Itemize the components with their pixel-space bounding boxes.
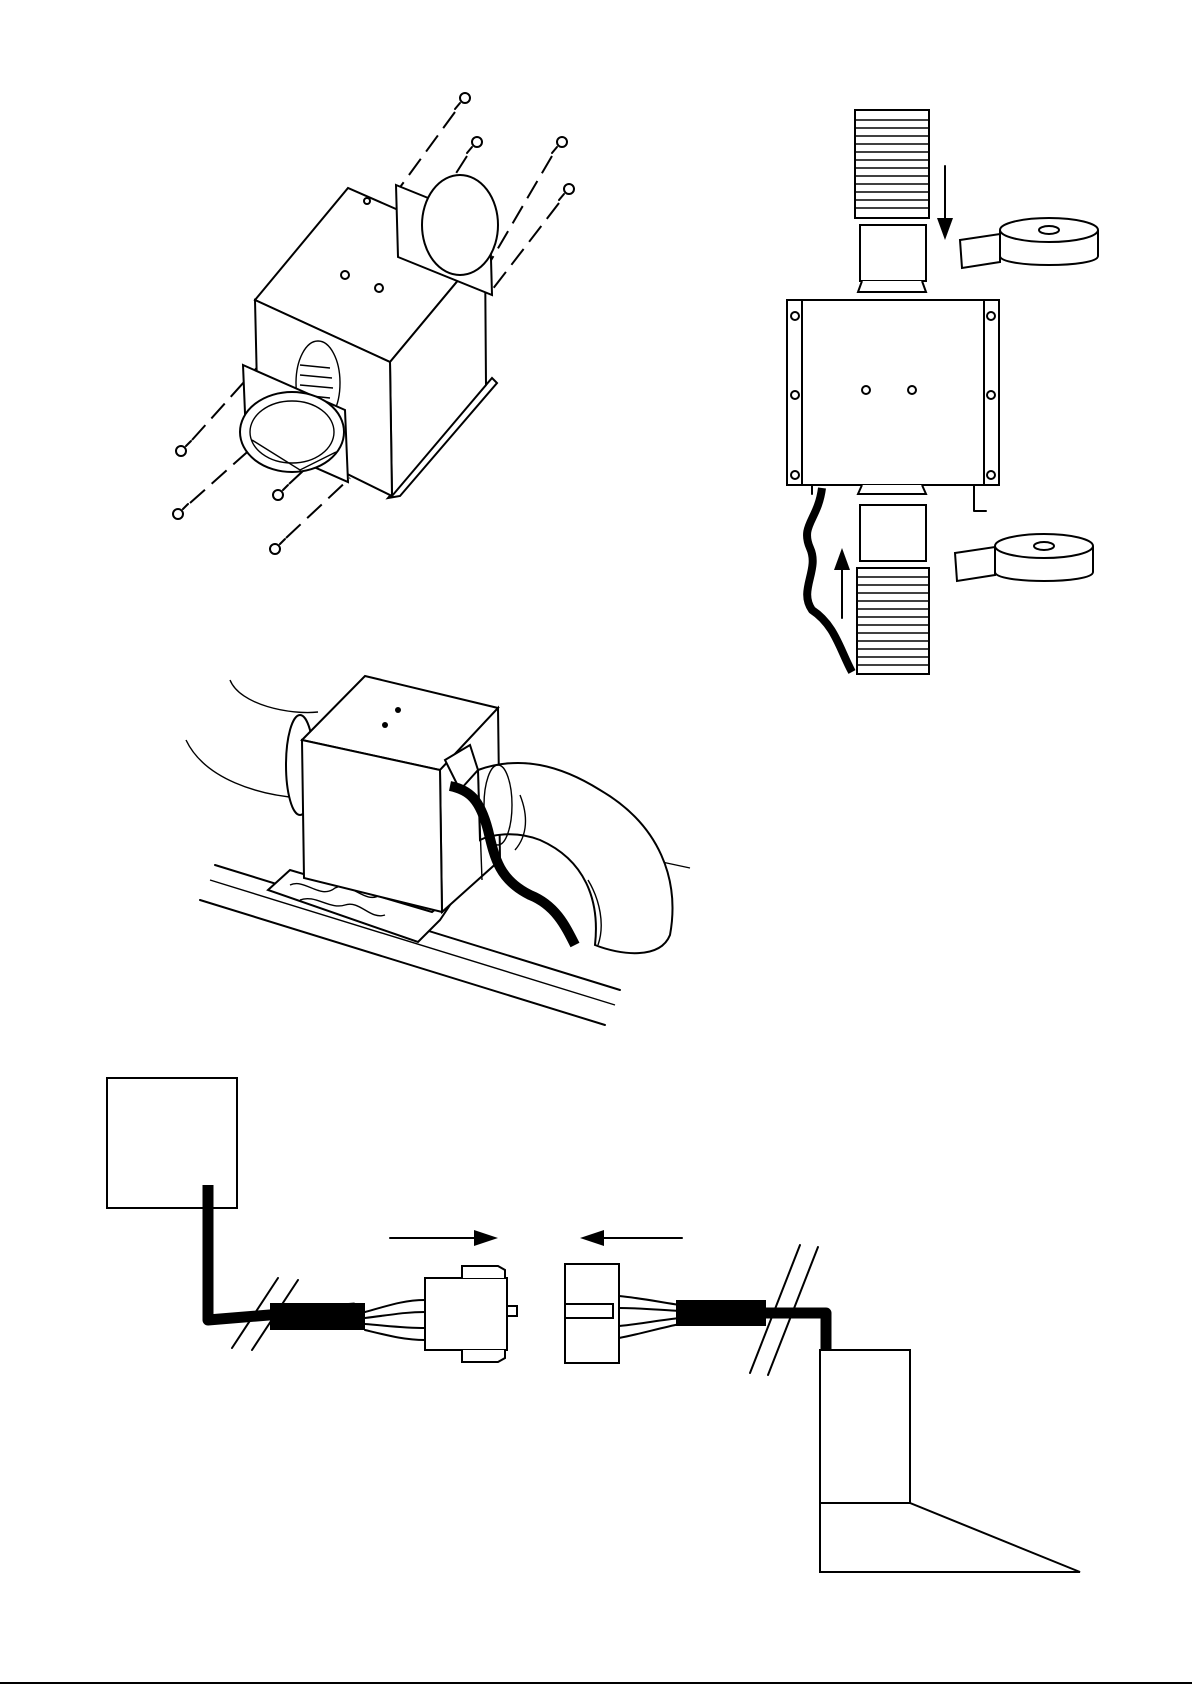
arrow-down-icon xyxy=(937,166,953,240)
connector-socket-icon xyxy=(565,1264,619,1363)
fan-installed-figure xyxy=(186,676,690,1025)
arrow-right-icon xyxy=(390,1230,498,1246)
tape-roll-icon xyxy=(955,534,1093,581)
arrow-up-icon xyxy=(834,548,850,618)
connector-plug-icon xyxy=(425,1266,517,1362)
fan-exploded-figure xyxy=(173,93,574,554)
flex-duct-lower xyxy=(857,568,929,674)
range-hood-icon xyxy=(820,1350,1080,1572)
tape-roll-icon xyxy=(960,218,1098,268)
arrow-left-icon xyxy=(580,1230,682,1246)
flex-duct-upper xyxy=(855,110,929,218)
wiring-figure xyxy=(107,1078,1080,1572)
duct-taping-figure xyxy=(787,110,1098,674)
electrical-box xyxy=(107,1078,237,1208)
